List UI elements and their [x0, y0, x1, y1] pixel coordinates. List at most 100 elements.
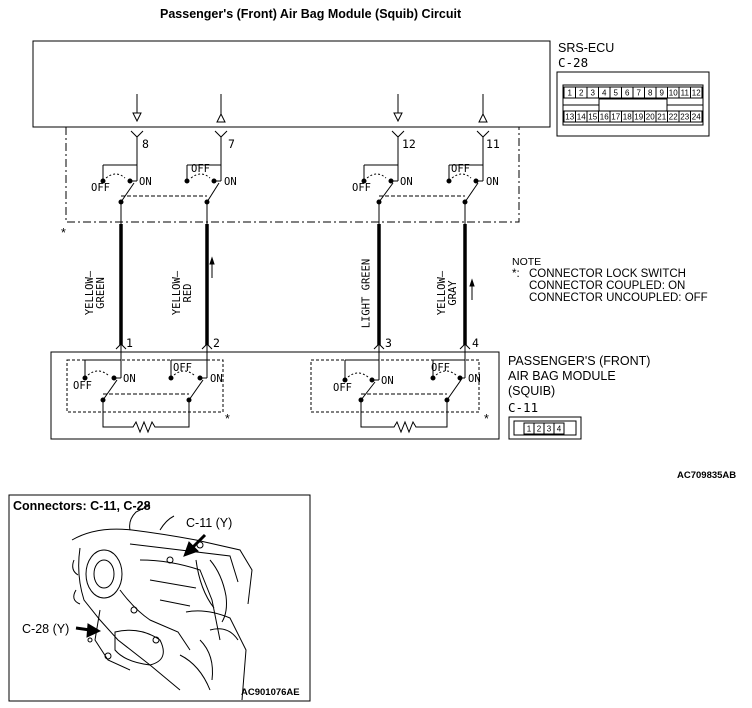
lock-switch-asterisk: * — [225, 412, 230, 426]
module-pin-shapes — [115, 343, 471, 360]
ecu-arrow-12 — [393, 94, 403, 123]
switch-on-label: ON — [468, 373, 481, 385]
module-lock-switches — [66, 359, 480, 434]
connector-pin-number: 9 — [660, 89, 665, 98]
connector-pin-number: 23 — [680, 113, 689, 122]
ecu-pin-label: 12 — [402, 137, 416, 151]
diagram-title: Passenger's (Front) Air Bag Module (Squi… — [160, 7, 462, 21]
connector-pin-number: 11 — [681, 89, 690, 98]
connector-pin-number: 22 — [669, 113, 678, 122]
switch-on-label: ON — [486, 176, 499, 188]
note-heading: NOTE — [512, 256, 542, 268]
connector-pin-number: 4 — [602, 89, 607, 98]
c28-connector-face — [556, 71, 710, 137]
wire-color-label: YELLOW–RED — [171, 270, 194, 316]
ecu-name: SRS-ECU — [558, 41, 615, 55]
connector-pin-number: 20 — [646, 113, 655, 122]
figure-code: AC709835AB — [677, 470, 737, 481]
module-connector-label: C-11 — [508, 400, 539, 415]
connector-pin-number: 16 — [600, 113, 609, 122]
ecu-pin-shapes — [130, 130, 490, 165]
switch-off-label: OFF — [173, 362, 192, 374]
lock-switch-asterisk: * — [61, 226, 66, 240]
module-pin-label: 4 — [472, 336, 479, 350]
note-line-2: CONNECTOR COUPLED: ON — [529, 280, 686, 292]
connector-pin-number: 15 — [588, 113, 597, 122]
connector-pin-number: 18 — [623, 113, 632, 122]
connector-pin-number: 3 — [547, 425, 552, 434]
wire-color-label: YELLOW–GRAY — [436, 270, 459, 316]
inset-frame — [8, 494, 311, 702]
callout-c11: C-11 (Y) — [186, 516, 233, 530]
connector-pin-cell — [553, 422, 565, 435]
ecu-arrow-8 — [132, 94, 142, 123]
switch-off-label: OFF — [91, 182, 110, 194]
ecu-arrow-7 — [216, 94, 226, 123]
connector-pin-number: 2 — [537, 425, 542, 434]
switch-off-label: OFF — [73, 380, 92, 392]
current-arrows — [209, 256, 475, 300]
module-name-line-3: (SQUIB) — [508, 384, 556, 398]
ecu-lock-switches — [100, 164, 484, 205]
ecu-pin-label: 11 — [486, 137, 500, 151]
inset-callout-arrows — [75, 533, 207, 638]
callout-c28: C-28 (Y) — [22, 622, 70, 636]
switch-off-label: OFF — [431, 362, 450, 374]
harness-wires — [119, 202, 467, 345]
connector-pin-number: 7 — [637, 89, 642, 98]
switch-on-label: ON — [210, 373, 223, 385]
module-name-line-2: AIR BAG MODULE — [508, 369, 616, 383]
switch-off-label: OFF — [333, 382, 352, 394]
note-line-1: CONNECTOR LOCK SWITCH — [529, 268, 686, 280]
wire-color-label: YELLOW–GREEN — [84, 270, 107, 316]
switch-off-label: OFF — [451, 163, 470, 175]
connector-pin-cell — [690, 86, 703, 99]
ecu-lock-switch-enclosure — [65, 127, 520, 223]
inset-figure-code: AC901076AE — [241, 687, 300, 698]
ecu-pin-label: 8 — [142, 137, 149, 151]
connector-pin-number: 6 — [625, 89, 630, 98]
connector-pin-number: 17 — [611, 113, 620, 122]
inset-vehicle-sketch — [71, 504, 253, 701]
note-marker: *: — [512, 268, 520, 280]
module-pin-label: 2 — [213, 336, 220, 350]
module-box — [50, 351, 500, 440]
switch-off-label: OFF — [352, 182, 371, 194]
ecu-pin-label: 7 — [228, 137, 235, 151]
connector-pin-number: 10 — [669, 89, 678, 98]
module-pin-label: 1 — [126, 336, 133, 350]
connector-pin-cell — [690, 110, 703, 123]
wire-color-label: LIGHT GREEN — [360, 258, 373, 329]
connector-pin-number: 21 — [657, 113, 666, 122]
ecu-arrow-11 — [478, 94, 488, 123]
switch-on-label: ON — [381, 375, 394, 387]
connector-pin-number: 12 — [692, 89, 701, 98]
ecu-box — [32, 40, 551, 128]
ecu-connector-label: C-28 — [558, 55, 589, 70]
connector-pin-number: 1 — [527, 425, 532, 434]
c11-connector-face — [508, 416, 582, 440]
connector-pin-number: 8 — [648, 89, 653, 98]
lock-switch-asterisk: * — [484, 412, 489, 426]
switch-on-label: ON — [123, 373, 136, 385]
connector-pin-number: 2 — [579, 89, 584, 98]
inset-title: Connectors: C-11, C-28 — [13, 499, 151, 513]
module-pin-label: 3 — [385, 336, 392, 350]
switch-off-label: OFF — [191, 163, 210, 175]
connector-pin-number: 14 — [577, 113, 586, 122]
connector-pin-number: 4 — [557, 425, 562, 434]
note-line-3: CONNECTOR UNCOUPLED: OFF — [529, 292, 708, 304]
connector-pin-number: 13 — [565, 113, 574, 122]
connector-pin-number: 3 — [591, 89, 596, 98]
connector-pin-number: 19 — [634, 113, 643, 122]
switch-on-label: ON — [400, 176, 413, 188]
module-name-line-1: PASSENGER'S (FRONT) — [508, 354, 651, 368]
switch-on-label: ON — [139, 176, 152, 188]
connector-pin-number: 1 — [568, 89, 573, 98]
switch-on-label: ON — [224, 176, 237, 188]
connector-pin-number: 24 — [692, 113, 701, 122]
connector-pin-number: 5 — [614, 89, 619, 98]
